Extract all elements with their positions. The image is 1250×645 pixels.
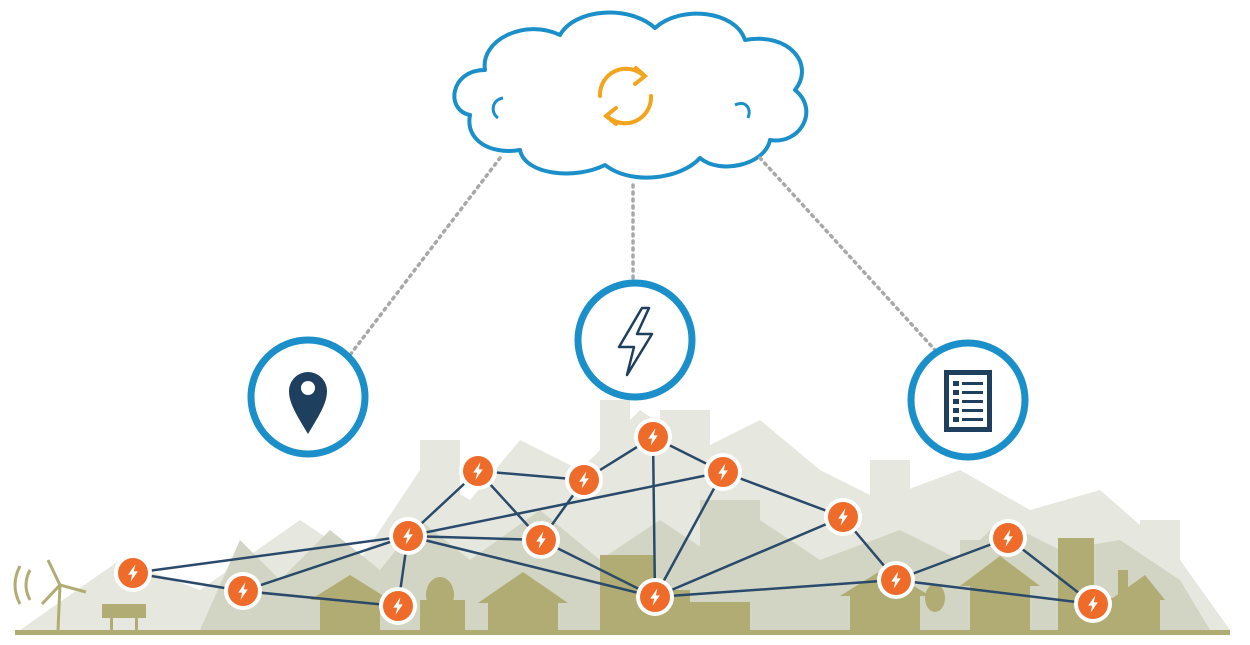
lightning-bolt-icon: [617, 306, 654, 377]
grid-node: [989, 519, 1027, 557]
sync-arrows-icon: [597, 66, 654, 126]
grid-nodes: [114, 418, 1112, 625]
ground-line: [15, 630, 1230, 635]
grid-node: [704, 453, 742, 491]
document-list-icon: [944, 370, 992, 432]
grid-node: [224, 572, 262, 610]
solar-panel-icon: [102, 604, 146, 630]
grid-node: [565, 461, 603, 499]
grid-node: [824, 498, 862, 536]
grid-node: [389, 517, 427, 555]
grid-node: [1074, 585, 1112, 623]
grid-node: [634, 418, 672, 456]
cloud-icon: [452, 10, 809, 180]
report-circle: [907, 339, 1029, 461]
cloud-connectors: [348, 156, 937, 357]
map-pin-icon: [289, 372, 327, 434]
grid-node: [459, 452, 497, 490]
grid-node: [636, 578, 674, 616]
wind-turbine-icon: [13, 559, 87, 631]
grid-node: [379, 587, 417, 625]
grid-node: [522, 521, 560, 559]
energy-circle: [574, 279, 696, 401]
location-circle: [247, 336, 369, 458]
grid-node: [877, 561, 915, 599]
grid-node: [114, 554, 152, 592]
